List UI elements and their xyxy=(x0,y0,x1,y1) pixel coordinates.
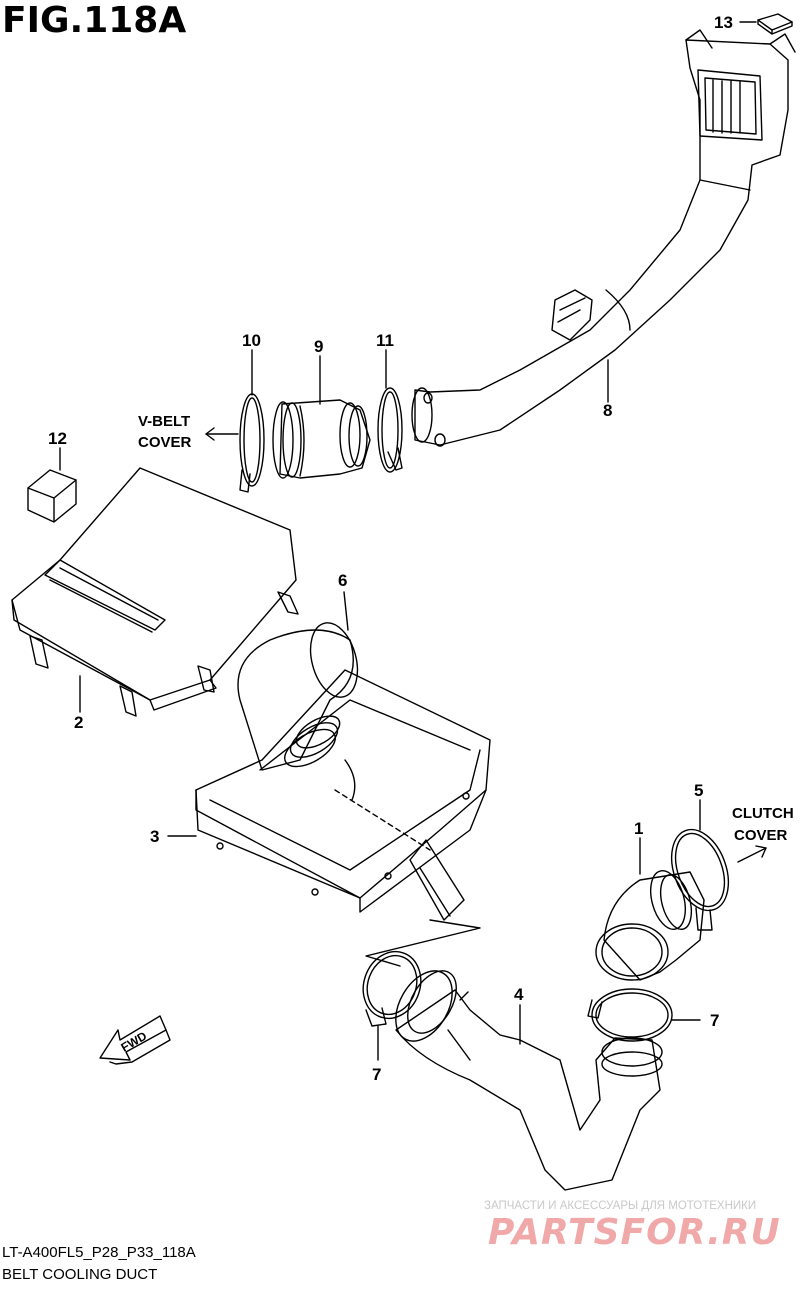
part-2-cover xyxy=(11,467,299,717)
case-outlet-flange xyxy=(409,839,465,921)
callout-4: 4 xyxy=(514,985,524,1004)
part-1-elbow-joint xyxy=(595,870,705,981)
part-11-clamp xyxy=(377,387,403,473)
callout-2: 2 xyxy=(74,713,83,732)
arrow-to-clutch-cover-icon xyxy=(737,845,767,863)
part-6-elbow xyxy=(237,622,359,771)
part-3-case xyxy=(195,669,491,913)
fwd-arrow-icon xyxy=(99,1015,171,1065)
callout-1: 1 xyxy=(634,819,643,838)
callout-13: 13 xyxy=(714,13,733,32)
alignment-dashed-line xyxy=(334,789,431,851)
watermark-logo: PARTSFOR.RU xyxy=(488,1212,781,1253)
callout-6: 6 xyxy=(338,571,347,590)
break-line xyxy=(365,919,481,967)
callout-11: 11 xyxy=(376,331,394,350)
leader-6 xyxy=(343,591,349,631)
part-4-duct xyxy=(395,970,663,1191)
footer-name: BELT COOLING DUCT xyxy=(2,1266,158,1283)
callout-7b: 7 xyxy=(710,1011,719,1030)
part-13-pad xyxy=(757,13,793,35)
callout-7a: 7 xyxy=(372,1065,381,1084)
callout-9: 9 xyxy=(314,337,323,356)
callout-8: 8 xyxy=(603,401,612,420)
callout-12: 12 xyxy=(48,429,67,448)
callout-5: 5 xyxy=(694,781,703,800)
part-5-clamp xyxy=(670,828,730,931)
part-12-pad xyxy=(27,469,77,523)
figure-title: FIG.118A xyxy=(2,0,187,41)
part-10-clamp xyxy=(239,393,265,493)
vbelt-cover-note-line1: V-BELT xyxy=(138,413,190,430)
callout-10: 10 xyxy=(242,331,261,350)
clutch-cover-note-line1: CLUTCH xyxy=(732,805,794,822)
part-7-clamp-right xyxy=(587,988,673,1042)
watermark-line1: ЗАПЧАСТИ И АКСЕССУАРЫ ДЛЯ МОТОТЕХНИКИ xyxy=(484,1200,757,1212)
arrow-to-vbelt-cover-icon xyxy=(205,427,239,441)
clutch-cover-note-line2: COVER xyxy=(734,827,788,844)
footer-code: LT-A400FL5_P28_P33_118A xyxy=(2,1244,196,1261)
part-8-duct xyxy=(411,29,796,447)
vbelt-cover-note-line2: COVER xyxy=(138,434,192,451)
callout-3: 3 xyxy=(150,827,159,846)
part-9-hose xyxy=(272,399,371,479)
